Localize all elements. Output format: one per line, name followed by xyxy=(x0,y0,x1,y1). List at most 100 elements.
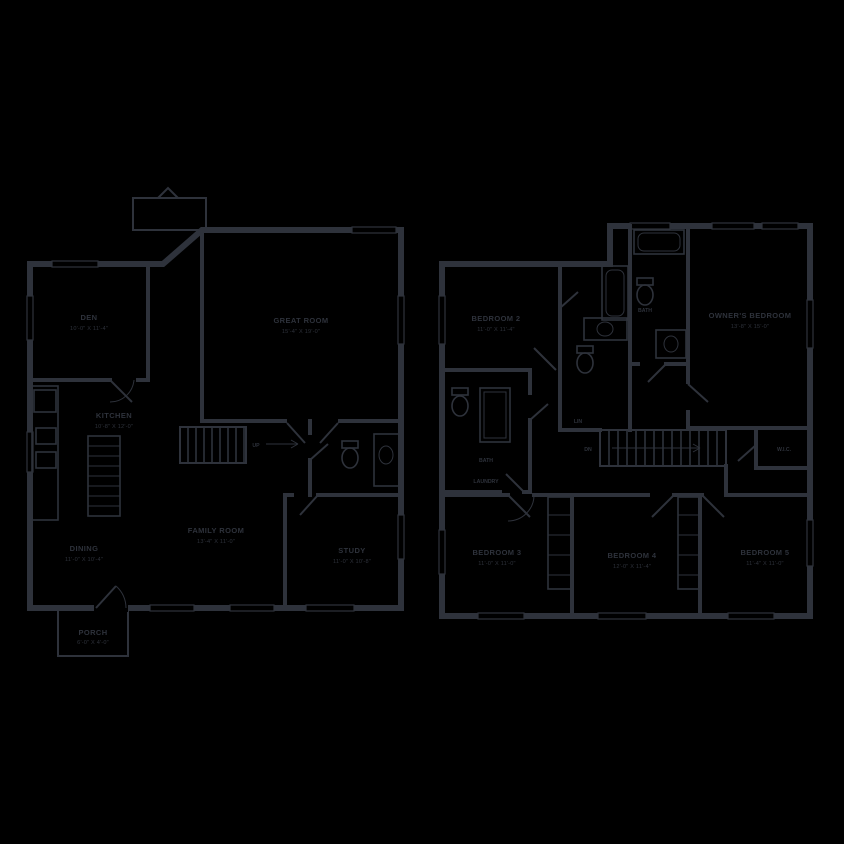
toilet-tank xyxy=(636,277,654,286)
stair-treads xyxy=(187,427,245,463)
powder-door-leaf xyxy=(309,443,329,461)
window xyxy=(51,260,99,268)
owners-bedroom-label: OWNER'S BEDROOM xyxy=(709,311,792,320)
wic-door-leaf xyxy=(737,444,757,462)
bedroom2-door-leaf xyxy=(533,347,557,371)
second-floor-plan: DN BATH xyxy=(438,222,814,620)
interior-walls xyxy=(440,224,812,618)
bath-door-leaf xyxy=(647,363,667,383)
bedroom-doors xyxy=(507,347,725,522)
windows xyxy=(438,222,814,620)
first-floor-labels: DEN 10'-0" X 11'-4" GREAT ROOM 15'-4" X … xyxy=(65,313,371,646)
den-door-leaf xyxy=(109,379,133,403)
bath-laundry: BATH LAUNDRY xyxy=(451,387,549,493)
shower-inner xyxy=(483,391,507,439)
bathtub-inner xyxy=(637,232,681,252)
toilet-tank xyxy=(451,387,469,396)
staircase-up: UP xyxy=(179,426,299,464)
bathtub xyxy=(633,229,685,255)
front-door-gap xyxy=(94,604,128,612)
vanity-sink xyxy=(378,445,394,465)
bedroom5-label: BEDROOM 5 xyxy=(740,548,789,557)
island-cabinet-lines xyxy=(88,445,120,507)
bedroom3-door-arc xyxy=(507,494,535,522)
study-dims: 11'-0" X 10'-8" xyxy=(333,559,371,565)
window xyxy=(438,295,446,345)
vanity xyxy=(373,433,400,487)
kitchen-casework xyxy=(31,385,121,521)
kitchen-label: KITCHEN xyxy=(96,411,132,420)
bath-door-leaf xyxy=(529,403,549,421)
bedroom4-closet xyxy=(677,496,701,590)
bedroom4-dims: 12'-0" X 11'-4" xyxy=(613,564,651,570)
stair-outline xyxy=(179,426,247,464)
vanity xyxy=(583,317,628,341)
window xyxy=(477,612,525,620)
porch-outline xyxy=(57,608,129,657)
owner-door-leaf xyxy=(687,383,709,403)
refrigerator xyxy=(33,389,57,413)
range xyxy=(35,427,57,445)
window xyxy=(806,299,814,349)
powder-room-fixtures xyxy=(341,433,400,487)
front-door-arc xyxy=(115,585,127,609)
window xyxy=(438,529,446,575)
bedroom3-closet xyxy=(547,496,573,590)
front-door-leaf xyxy=(95,585,117,609)
window xyxy=(727,612,775,620)
second-floor-labels: BEDROOM 2 11'-0" X 11'-4" OWNER'S BEDROO… xyxy=(471,311,791,570)
owner-bath-fixtures: BATH xyxy=(633,229,687,383)
window xyxy=(597,612,647,620)
den-door-arc xyxy=(109,379,135,403)
window xyxy=(761,222,799,230)
stairs-up-label: UP xyxy=(252,443,260,449)
bath-door-leaf xyxy=(559,291,579,309)
bedroom5-door-leaf xyxy=(701,494,725,518)
exterior-wall xyxy=(439,223,813,619)
closet-shelf-lines xyxy=(548,514,572,576)
vanity xyxy=(655,329,687,359)
bedroom5-dims: 11'-4" X 11'-0" xyxy=(746,561,784,567)
kitchen-dims: 10'-8" X 12'-0" xyxy=(95,424,133,430)
window xyxy=(351,226,397,234)
dining-label: DINING xyxy=(70,544,99,553)
window xyxy=(149,604,195,612)
laundry-label: LAUNDRY xyxy=(473,479,499,485)
vanity-sink xyxy=(596,321,614,337)
den-dims: 10'-0" X 11'-4" xyxy=(70,326,108,332)
windows xyxy=(26,226,405,612)
shower xyxy=(479,387,511,443)
toilet-tank xyxy=(341,440,359,449)
hall-bath-fixtures xyxy=(559,265,629,374)
chimney xyxy=(132,197,207,231)
closets: W.I.C. LIN xyxy=(547,419,792,590)
bedroom3-dims: 11'-0" X 11'-0" xyxy=(478,561,516,567)
great-room-door-leafs xyxy=(286,422,339,444)
window xyxy=(229,604,275,612)
chimney-cap xyxy=(157,186,179,199)
study-label: STUDY xyxy=(338,546,365,555)
stair-arrow xyxy=(612,443,701,453)
family-room-dims: 13'-4" X 11'-0" xyxy=(197,539,235,545)
owners-bedroom-dims: 13'-8" X 15'-0" xyxy=(731,324,769,330)
exterior-wall xyxy=(27,227,404,611)
laundry-door-leaf xyxy=(505,473,525,493)
toilet-tank xyxy=(576,345,594,354)
window xyxy=(305,604,355,612)
den-label: DEN xyxy=(80,313,97,322)
toilet xyxy=(636,284,654,306)
kitchen-counter xyxy=(31,385,59,521)
study-door-leaf xyxy=(299,494,319,516)
window xyxy=(806,519,814,567)
bathtub xyxy=(601,265,629,321)
family-room-label: FAMILY ROOM xyxy=(188,526,245,535)
bedroom3-label: BEDROOM 3 xyxy=(472,548,521,557)
staircase-down: DN xyxy=(584,429,727,467)
first-floor-plan: UP DEN 10'-0" X 11'-4" GREAT ROOM 15'-4"… xyxy=(26,186,405,657)
linen-label: LIN xyxy=(574,419,583,425)
bath-label: BATH xyxy=(479,458,493,464)
bedroom4-door-leaf xyxy=(651,494,675,518)
bedroom2-label: BEDROOM 2 xyxy=(471,314,520,323)
window xyxy=(397,295,405,345)
